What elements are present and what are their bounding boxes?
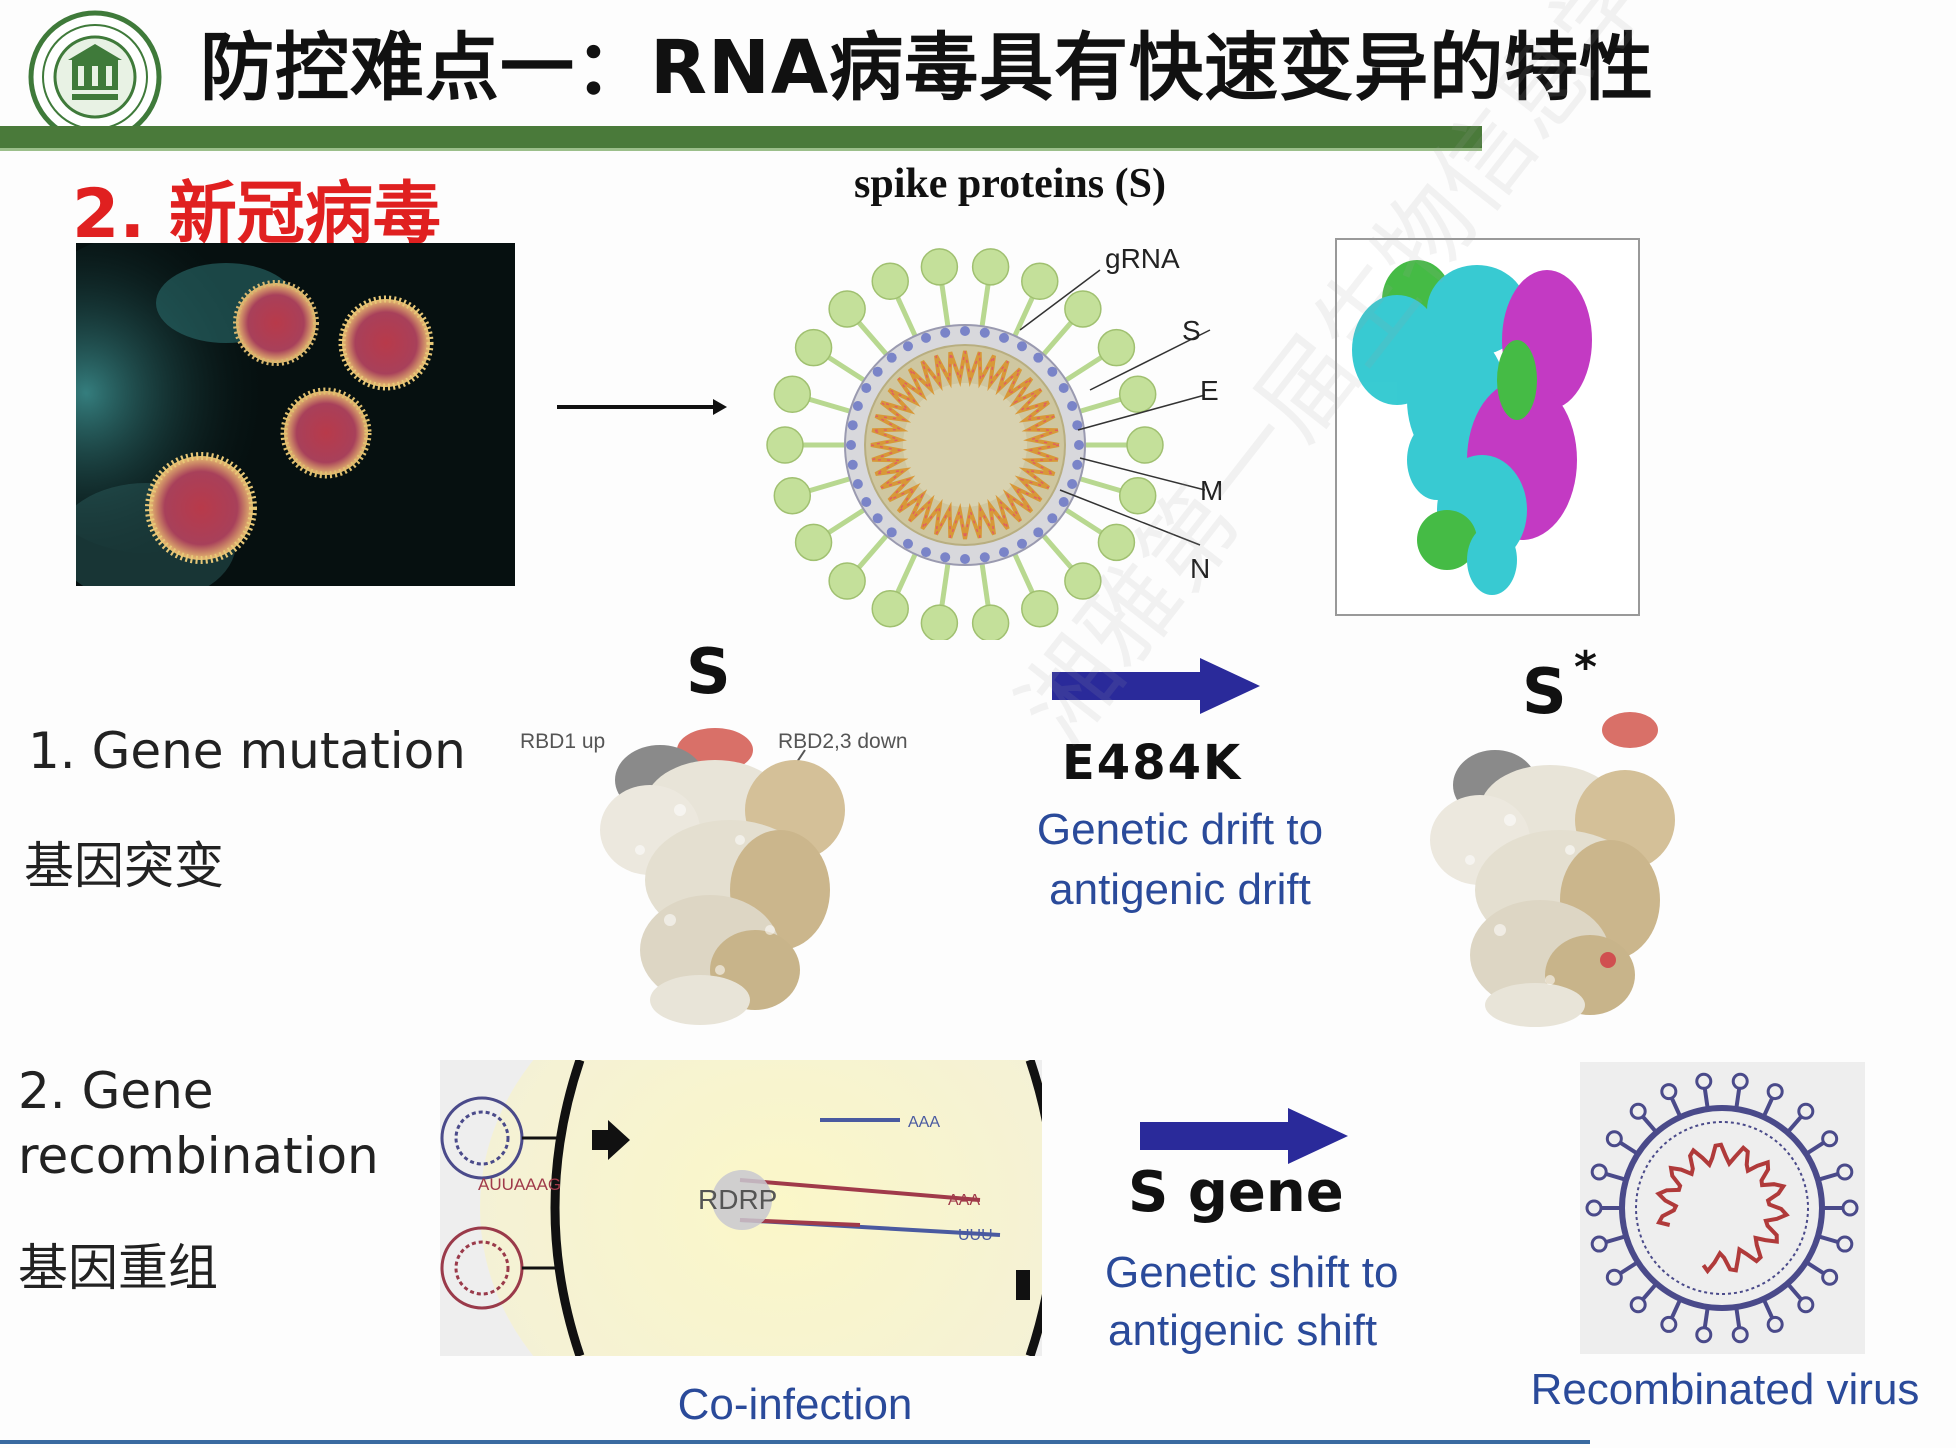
rbd-up-label: RBD1 up (520, 730, 606, 753)
virion-label-e: E (1200, 375, 1219, 406)
coronavirus-structure-diagram: gRNA SE M N (766, 243, 1223, 640)
virus-micrograph-image (76, 243, 515, 586)
s-protein-label: S (686, 635, 731, 708)
title-divider-accent (0, 148, 1482, 151)
s-mutant-star: * (1574, 642, 1598, 693)
tail-u-label: UUU (958, 1227, 993, 1244)
spike-proteins-title: spike proteins (S) (854, 161, 1166, 207)
gene-mutation-title-zh: 基因突变 (24, 837, 224, 895)
antigenic-drift-text: antigenic drift (1049, 865, 1311, 914)
tail-a1-label: AAA (908, 1114, 941, 1131)
recombinated-virus-illustration (1580, 1062, 1865, 1354)
gene-recombination-title-line2: recombination (18, 1127, 379, 1185)
rdrp-label: RDRP (698, 1184, 778, 1215)
genetic-drift-text: Genetic drift to (1036, 805, 1324, 854)
s-gene-label: S gene (1128, 1160, 1344, 1225)
recombinated-virus-diagram (1580, 1062, 1865, 1354)
mutation-arrow-icon (1052, 658, 1260, 714)
sequence-label: AUUAAAG (478, 1175, 562, 1194)
virion-label-m: M (1200, 475, 1223, 506)
section-label: 2. 新冠病毒 (72, 175, 441, 254)
virion-label-s: S (1182, 315, 1201, 346)
spike-trimer-image (1337, 240, 1638, 614)
gene-recombination-title-line1: 2. Gene (18, 1062, 214, 1120)
rbd-down-label: RBD2,3 down (778, 730, 908, 753)
co-infection-caption: Co-infection (677, 1380, 913, 1429)
virion-label-n: N (1190, 553, 1210, 584)
university-seal-icon (28, 10, 162, 144)
gene-recombination-title-zh: 基因重组 (18, 1239, 218, 1297)
genetic-shift-text: Genetic shift to (1105, 1248, 1399, 1297)
spike-protein-s-image (600, 728, 845, 1025)
virion-label-grna: gRNA (1105, 243, 1180, 274)
co-infection-illustration (440, 1060, 1042, 1356)
arrow-right-icon (557, 399, 727, 415)
gene-mutation-title: 1. Gene mutation (28, 722, 466, 780)
s-mutant-label: S (1522, 655, 1567, 728)
spike-protein-mutant-image (1430, 712, 1675, 1027)
recombination-arrow-icon (1140, 1108, 1348, 1164)
tail-a2-label: AAA (948, 1192, 981, 1209)
spike-protein-structure-box (1335, 238, 1640, 616)
co-infection-diagram: AUUAAAG AAA AAA UUU RDRP (440, 1060, 1042, 1356)
mutation-label: E484K (1062, 735, 1243, 791)
title-divider (0, 126, 1482, 148)
antigenic-shift-text: antigenic shift (1108, 1306, 1378, 1355)
bottom-divider (0, 1440, 1590, 1444)
recombinated-virus-caption: Recombinated virus (1530, 1365, 1920, 1414)
page-title: 防控难点一：RNA病毒具有快速变异的特性 (200, 25, 1655, 111)
